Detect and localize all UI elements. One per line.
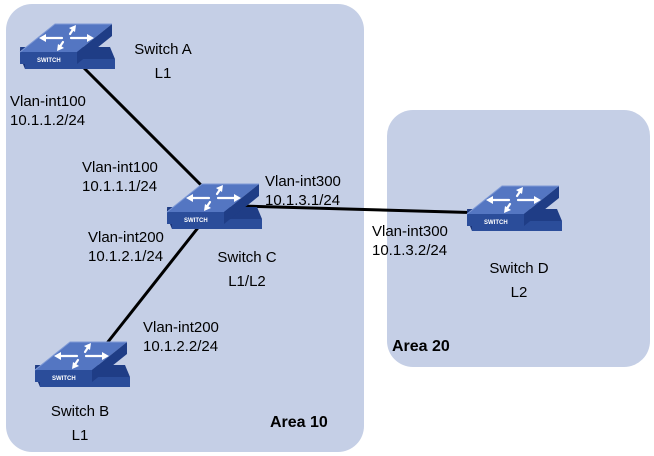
- interface-a-c-on-a: Vlan-int100 10.1.1.2/24: [10, 92, 86, 130]
- interface-ip: 10.1.3.1/24: [265, 192, 341, 209]
- interface-ip: 10.1.3.2/24: [372, 242, 448, 259]
- switch-d-level: L2: [510, 284, 528, 301]
- interface-vlan: Vlan-int200: [88, 229, 164, 246]
- interface-vlan: Vlan-int200: [143, 319, 219, 336]
- switch-a-label: Switch A L1: [118, 40, 208, 83]
- interface-vlan: Vlan-int300: [265, 173, 341, 190]
- interface-vlan: Vlan-int300: [372, 223, 448, 240]
- interface-b-c-on-b: Vlan-int200 10.1.2.2/24: [143, 318, 219, 356]
- switch-b-badge: SWITCH: [52, 376, 76, 382]
- interface-vlan: Vlan-int100: [10, 93, 86, 110]
- switch-c-icon: SWITCH: [165, 182, 264, 231]
- switch-b-level: L1: [71, 427, 89, 444]
- switch-d-label: Switch D L2: [474, 259, 564, 302]
- interface-vlan: Vlan-int100: [82, 159, 158, 176]
- switch-c-label: Switch C L1/L2: [202, 248, 292, 291]
- interface-ip: 10.1.1.2/24: [10, 112, 86, 129]
- interface-b-c-on-c: Vlan-int200 10.1.2.1/24: [88, 228, 164, 266]
- link-a-c: [80, 64, 214, 198]
- interface-ip: 10.1.1.1/24: [82, 178, 158, 195]
- switch-c-level: L1/L2: [228, 273, 266, 290]
- switch-a-name: Switch A: [134, 41, 192, 58]
- switch-a-level: L1: [154, 65, 172, 82]
- interface-ip: 10.1.2.2/24: [143, 338, 219, 355]
- interface-c-d-on-d: Vlan-int300 10.1.3.2/24: [372, 222, 448, 260]
- area-20-label: Area 20: [392, 338, 450, 355]
- switch-b-label: Switch B L1: [35, 402, 125, 445]
- switch-d-badge: SWITCH: [484, 220, 508, 226]
- switch-a-badge: SWITCH: [37, 58, 61, 64]
- link-b-c: [98, 209, 214, 353]
- area-20-region: [387, 110, 650, 367]
- switch-b-icon: SWITCH: [33, 340, 132, 389]
- link-c-d: [239, 204, 489, 215]
- interface-a-c-on-c: Vlan-int100 10.1.1.1/24: [82, 158, 158, 196]
- interface-ip: 10.1.2.1/24: [88, 248, 164, 265]
- interface-c-d-on-c: Vlan-int300 10.1.3.1/24: [265, 172, 341, 210]
- switch-d-name: Switch D: [489, 260, 549, 277]
- switch-b-name: Switch B: [50, 403, 110, 420]
- switch-a-icon: SWITCH: [18, 22, 117, 71]
- switch-c-badge: SWITCH: [184, 218, 208, 224]
- switch-d-icon: SWITCH: [465, 184, 564, 233]
- area-10-label: Area 10: [270, 414, 328, 431]
- switch-c-name: Switch C: [217, 249, 277, 266]
